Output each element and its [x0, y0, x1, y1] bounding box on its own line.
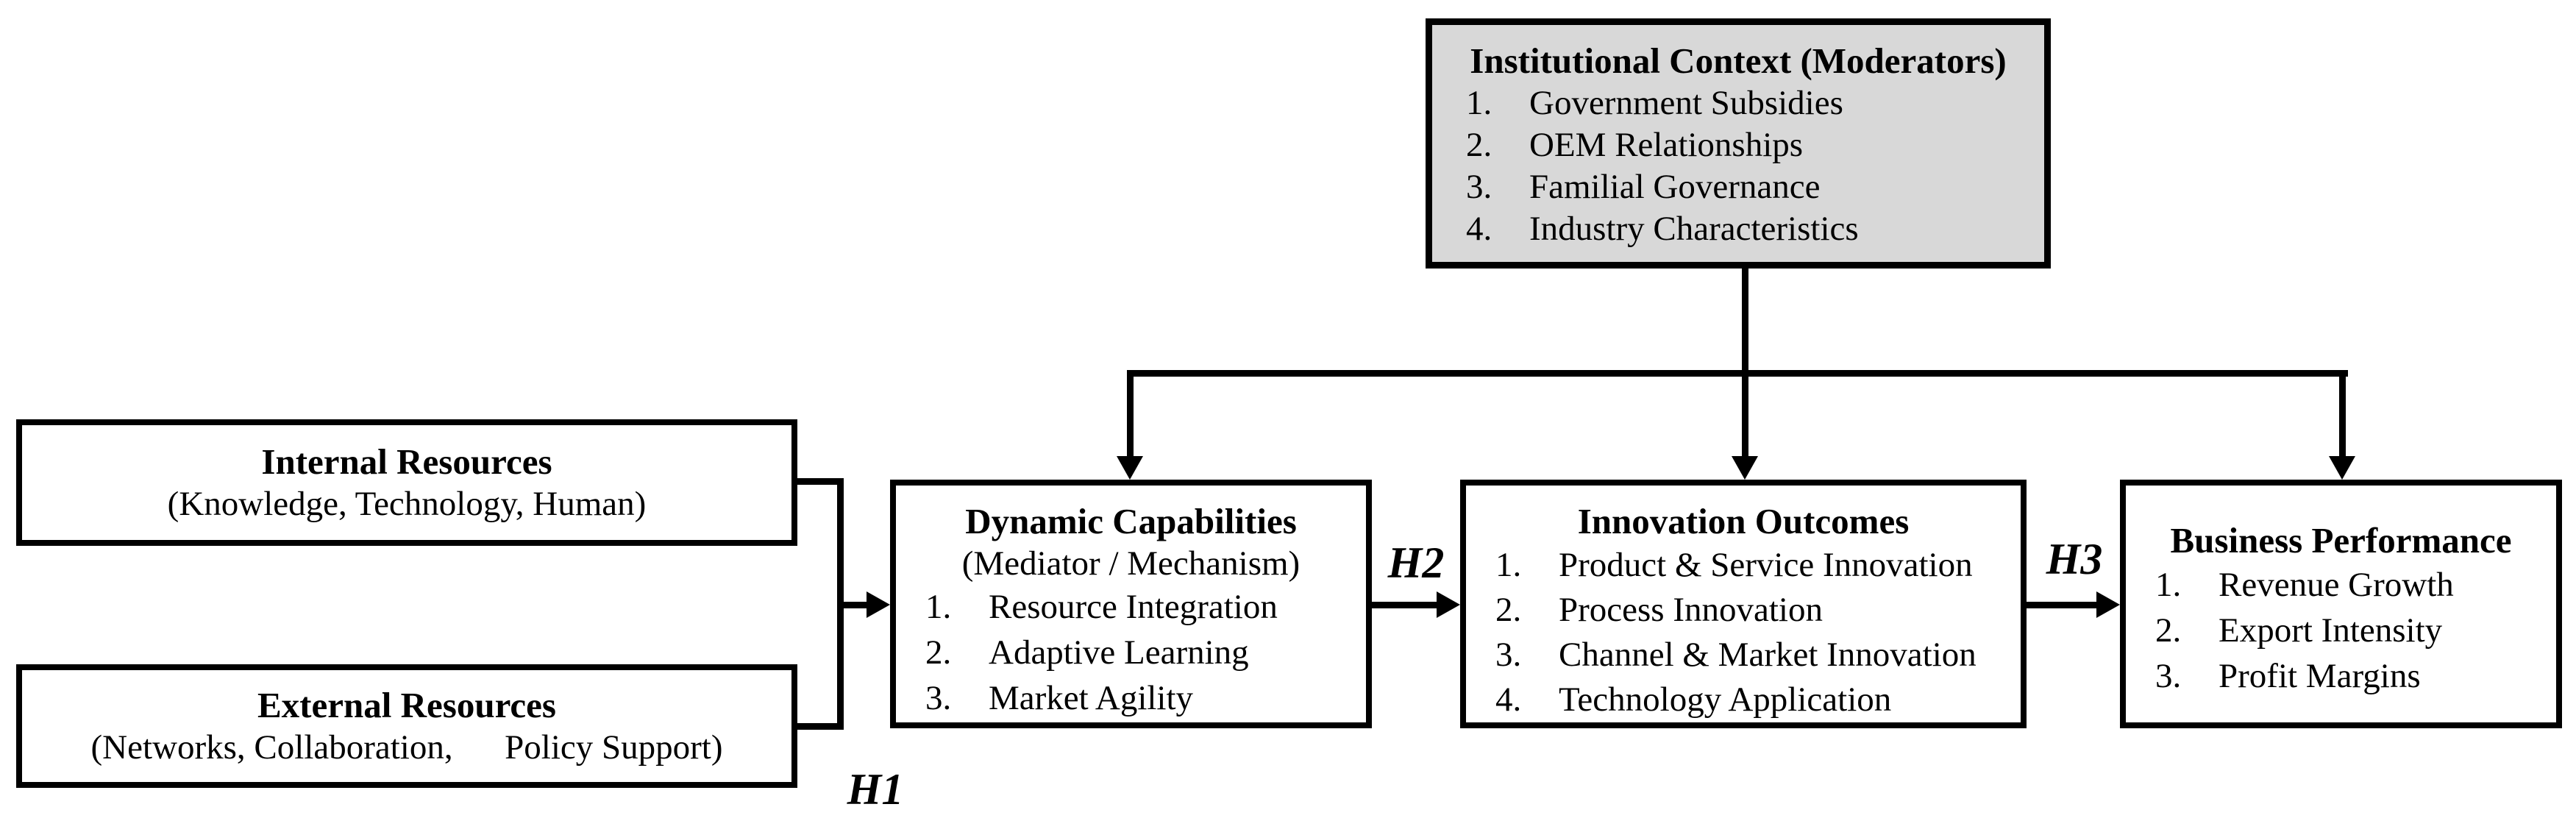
institutional-context-box: Institutional Context (Moderators) 1. Go… [1426, 18, 2051, 269]
list-item: 2. Export Intensity [2155, 608, 2552, 653]
external-resources-subtitle: (Networks, Collaboration, Policy Support… [90, 728, 723, 767]
moderator-arrow-to-dynamic [1127, 370, 1134, 460]
arrowhead-h1 [867, 591, 890, 618]
list-item-text: Industry Characteristics [1529, 210, 1859, 248]
institutional-context-list: 1. Government Subsidies 2. OEM Relations… [1432, 82, 2044, 250]
dynamic-capabilities-box: Dynamic Capabilities (Mediator / Mechani… [890, 480, 1372, 728]
list-item-text: Product & Service Innovation [1559, 546, 1973, 584]
list-item-text: Export Intensity [2219, 611, 2443, 650]
list-item-text: Government Subsidies [1529, 84, 1843, 122]
list-item: 4. Industry Characteristics [1466, 208, 2040, 250]
list-item-number: 3. [1495, 636, 1522, 674]
external-resources-stub-line [791, 723, 844, 730]
hypothesis-label-h2: H2 [1387, 538, 1445, 587]
innovation-outcomes-box: Innovation Outcomes 1. Product & Service… [1460, 480, 2027, 728]
arrowhead-h2 [1437, 591, 1460, 618]
external-resources-box: External Resources (Networks, Collaborat… [16, 664, 797, 788]
arrowhead-down-innovation [1732, 456, 1758, 480]
list-item: 4. Technology Application [1495, 678, 2016, 722]
internal-resources-stub-line [791, 478, 844, 485]
moderator-distribution-line [1127, 370, 2348, 377]
list-item-number: 1. [2155, 566, 2182, 604]
list-item-text: Process Innovation [1559, 591, 1823, 629]
list-item-number: 2. [925, 633, 952, 672]
business-performance-title: Business Performance [2170, 520, 2512, 561]
arrowhead-down-dynamic [1117, 456, 1143, 480]
business-performance-list: 1. Revenue Growth 2. Export Intensity 3.… [2126, 562, 2556, 699]
moderator-arrow-to-innovation [1742, 370, 1748, 460]
list-item-text: Resource Integration [989, 588, 1278, 626]
list-item-number: 3. [2155, 657, 2182, 695]
list-item: 2. OEM Relationships [1466, 124, 2040, 166]
hypothesis-label-h3: H3 [2046, 535, 2103, 583]
list-item-number: 1. [1466, 84, 1492, 122]
list-item: 1. Revenue Growth [2155, 562, 2552, 608]
business-performance-box: Business Performance 1. Revenue Growth 2… [2120, 480, 2562, 728]
h2-arrow [1367, 602, 1440, 608]
dynamic-capabilities-list: 1. Resource Integration 2. Adaptive Lear… [896, 584, 1366, 721]
arrowhead-h3 [2096, 591, 2120, 618]
list-item-text: Technology Application [1559, 680, 1892, 719]
list-item-number: 3. [1466, 168, 1492, 206]
list-item: 2. Process Innovation [1495, 588, 2016, 633]
moderator-arrow-to-performance [2339, 370, 2346, 460]
list-item-number: 4. [1495, 680, 1522, 719]
arrowhead-down-performance [2329, 456, 2355, 480]
moderator-drop-line [1742, 263, 1748, 377]
list-item-number: 2. [1495, 591, 1522, 629]
internal-resources-box: Internal Resources (Knowledge, Technolog… [16, 419, 797, 546]
innovation-outcomes-title: Innovation Outcomes [1577, 501, 1910, 541]
list-item-number: 3. [925, 679, 952, 717]
list-item: 1. Product & Service Innovation [1495, 543, 2016, 588]
list-item-number: 4. [1466, 210, 1492, 248]
hypothesis-label-h1: H1 [847, 765, 904, 814]
dynamic-capabilities-subtitle: (Mediator / Mechanism) [961, 544, 1301, 583]
list-item: 1. Government Subsidies [1466, 82, 2040, 124]
list-item: 2. Adaptive Learning [925, 630, 1362, 675]
h3-arrow [2021, 602, 2101, 608]
list-item-text: OEM Relationships [1529, 126, 1804, 164]
institutional-context-title: Institutional Context (Moderators) [1470, 40, 2007, 81]
list-item-number: 2. [2155, 611, 2182, 650]
list-item-text: Familial Governance [1529, 168, 1821, 206]
innovation-outcomes-list: 1. Product & Service Innovation 2. Proce… [1466, 543, 2021, 722]
internal-resources-title: Internal Resources [261, 441, 552, 482]
dynamic-capabilities-title: Dynamic Capabilities [965, 501, 1297, 541]
list-item-text: Channel & Market Innovation [1559, 636, 1977, 674]
list-item-number: 1. [925, 588, 952, 626]
h1-arrow [837, 602, 872, 608]
list-item: 3. Profit Margins [2155, 653, 2552, 699]
list-item: 1. Resource Integration [925, 584, 1362, 630]
list-item: 3. Familial Governance [1466, 166, 2040, 208]
list-item-text: Profit Margins [2219, 657, 2421, 695]
list-item-text: Adaptive Learning [989, 633, 1249, 672]
list-item-text: Revenue Growth [2219, 566, 2454, 604]
list-item-number: 2. [1466, 126, 1492, 164]
list-item: 3. Market Agility [925, 675, 1362, 721]
list-item: 3. Channel & Market Innovation [1495, 633, 2016, 678]
external-resources-title: External Resources [257, 685, 556, 725]
list-item-number: 1. [1495, 546, 1522, 584]
internal-resources-subtitle: (Knowledge, Technology, Human) [167, 485, 647, 523]
list-item-text: Market Agility [989, 679, 1194, 717]
